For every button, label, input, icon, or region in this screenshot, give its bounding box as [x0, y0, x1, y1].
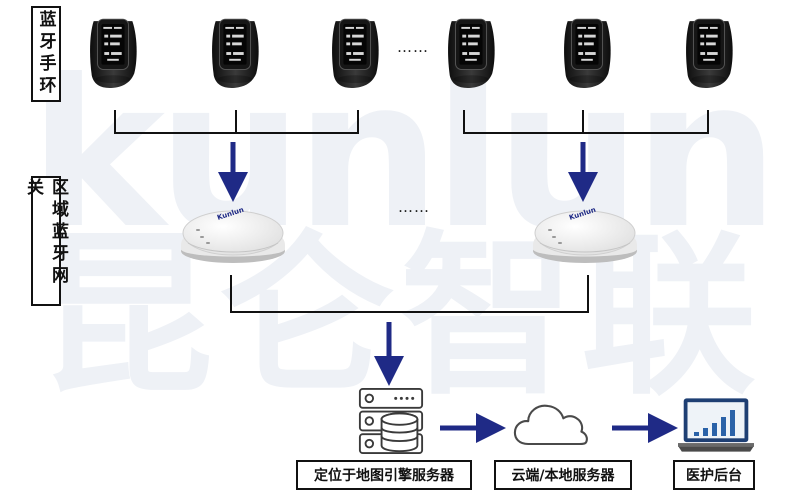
flow-arrows	[218, 142, 678, 443]
bracelet-group-right-bracket	[463, 110, 709, 134]
server-pipeline	[358, 387, 754, 455]
ceiling-gateway-icon-1	[180, 210, 286, 264]
smart-band-icon-5	[563, 18, 612, 89]
monitor-chart-bar	[703, 428, 708, 436]
monitor-chart-bar	[712, 423, 717, 436]
smart-band-icon-2	[211, 18, 260, 89]
smart-band-icon-3	[331, 18, 380, 89]
watermark-latin: KUNLUN	[28, 70, 779, 240]
row-label-gateway: 区域蓝牙网关	[23, 176, 68, 306]
monitor-chart-bar	[730, 410, 735, 436]
caption-admin-backend: 医护后台	[673, 460, 755, 490]
cloud-icon	[513, 404, 588, 446]
server-stack-icon	[358, 387, 424, 455]
row-label-gateway-text: 区域蓝牙网关	[23, 178, 68, 288]
row-label-bracelet: 蓝牙手环	[31, 6, 61, 102]
caption-cloud-server: 云端/本地服务器	[494, 460, 632, 490]
smart-band-icon-4	[447, 18, 496, 89]
caption-positioning-server: 定位于地图引擎服务器	[296, 460, 472, 490]
gateway-ellipsis: ……	[398, 198, 430, 216]
monitor-chart-bar	[721, 417, 726, 436]
row-label-bracelet-text: 蓝牙手环	[35, 10, 56, 98]
smart-band-icon-1	[89, 18, 138, 89]
gateway-group-bracket	[230, 275, 589, 313]
smart-band-icon-6	[685, 18, 734, 89]
ceiling-gateway-icon-2	[532, 210, 638, 264]
bracelet-ellipsis: ……	[397, 38, 429, 56]
connector-lines	[114, 110, 709, 313]
monitor-chart-bar	[694, 432, 699, 436]
